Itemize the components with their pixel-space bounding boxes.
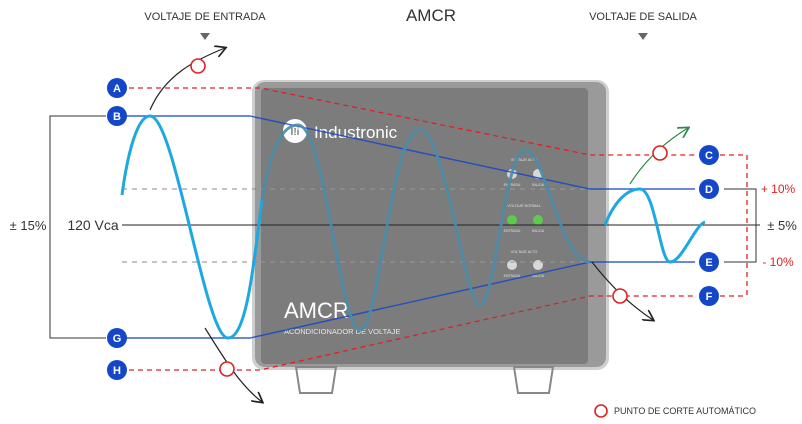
output-range-label: ± 5% [767,218,797,233]
indicator-led-normal-input [507,215,517,225]
page-title: AMCR [406,6,456,25]
cutoff-point-icon-output-high [652,145,668,161]
indicator-row3-label: VOLTAJE ALTO [511,250,538,254]
cutoff-line-h-f [120,295,695,371]
marker-h-label: H [113,365,121,377]
cutoff-point-icon-input-high [190,58,206,74]
legend-cutoff-icon [594,404,608,418]
indicator-row1-right: SALIDA [532,183,545,187]
output-pointer-icon [638,33,648,40]
upper-limit-label: + 10% [761,182,796,196]
device-foot-left [294,366,338,394]
marker-b: B [107,106,127,126]
marker-e-label: E [705,257,712,269]
cutoff-point-icon-output-low [612,288,628,304]
lower-limit-label: - 10% [762,255,794,269]
marker-d: D [699,179,719,199]
input-voltage-label: VOLTAJE DE ENTRADA [144,11,266,23]
marker-f-label: F [706,291,713,303]
cutoff-point-icon-input-low [219,361,235,377]
marker-g: G [107,328,127,348]
input-range-label: ± 15% [10,218,47,233]
device-foot-right [512,366,555,394]
marker-e: E [699,252,719,272]
marker-g-label: G [113,333,122,345]
indicator-row2-right: SALIDA [532,229,545,233]
indicator-row1-left: ENTRADA [504,183,521,187]
input-range-bracket [49,115,106,339]
device-description: ACONDICIONADOR DE VOLTAJE [284,327,400,336]
marker-b-label: B [113,111,121,123]
input-pointer-icon [200,33,210,40]
input-surge-arrow [149,48,225,111]
brand-name: Industronic [314,123,398,142]
legend-cutoff-label: PUNTO DE CORTE AUTOMÁTICO [614,406,756,416]
nominal-voltage-label: 120 Vca [67,217,119,233]
device-front-panel [261,88,588,364]
marker-a: A [107,78,127,98]
marker-f: F [699,286,719,306]
indicator-row1-label: VOLTAJE ALTO [511,158,538,162]
indicator-row2-left: ENTRADA [504,229,521,233]
output-range-bracket [724,188,757,263]
device-model: AMCR [284,298,349,323]
legend: PUNTO DE CORTE AUTOMÁTICO [594,404,756,418]
marker-h: H [107,360,127,380]
brand-logo-mark: I!i [291,127,300,138]
output-waveform [603,187,706,264]
marker-c-label: C [705,150,713,162]
device-waveform [260,123,591,332]
marker-a-label: A [113,83,121,95]
indicator-row3-left: ENTRADA [504,274,521,278]
marker-d-label: D [705,184,713,196]
indicator-row2-label: VOLTAJE NORMAL [507,204,541,208]
funnel-line-g-e [120,261,695,339]
cutoff-line-a-c [120,87,695,156]
marker-c: C [699,145,719,165]
indicator-led-normal-output [533,215,543,225]
output-voltage-label: VOLTAJE DE SALIDA [589,11,697,23]
voltage-conditioner-device: I!i Industronic AMCR ACONDICIONADOR DE V… [252,80,609,394]
input-waveform [120,114,264,340]
indicator-row3-right: SALIDA [532,274,545,278]
